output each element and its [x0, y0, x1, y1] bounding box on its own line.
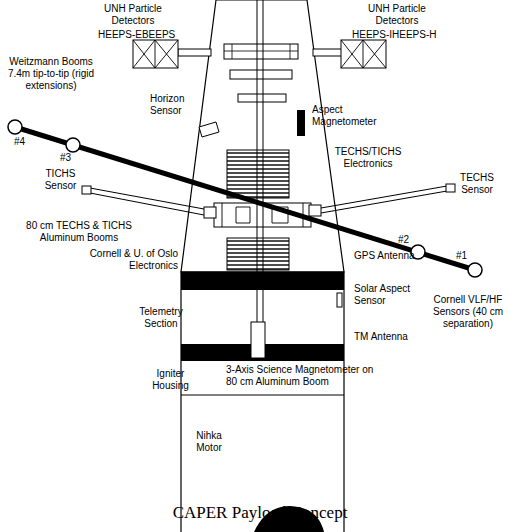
part-label: TECHS Sensor: [452, 172, 502, 196]
particle-detector: [341, 40, 386, 68]
aluminum-boom: [90, 188, 204, 215]
boom-root: [204, 207, 216, 218]
tichs-sensor: [82, 186, 91, 194]
part-label: Cornell VLF/HF Sensors (40 cm separation…: [420, 294, 516, 330]
horizon-sensor: [199, 122, 219, 137]
particle-detector: [133, 40, 178, 68]
part-label: TECHS/TICHS Electronics: [318, 146, 418, 170]
housing-detail: [224, 44, 298, 59]
detector-arm: [313, 49, 342, 56]
callout-number: #1: [456, 250, 467, 262]
part-label: UNH Particle Detectors: [98, 3, 168, 27]
aspect-magnetometer: [297, 110, 305, 136]
detector-housing: [224, 44, 298, 59]
deck-plate: [238, 94, 286, 102]
vlf-sensor: [66, 138, 80, 152]
part-label: HEEPS-EBEEPS: [98, 29, 175, 41]
part-label: Solar Aspect Sensor: [354, 283, 419, 307]
part-label: Nihka Motor: [190, 430, 228, 454]
part-label: Weitzmann Booms 7.4m tip-to-tip (rigid e…: [2, 56, 100, 92]
part-label: Telemetry Section: [130, 306, 192, 330]
electronics-stack: [227, 150, 289, 198]
part-label: UNH Particle Detectors: [362, 3, 432, 27]
part-label: TM Antenna: [354, 331, 408, 343]
part-label: Horizon Sensor: [150, 93, 195, 117]
solar-aspect-sensor: [337, 293, 342, 307]
aluminum-boom: [321, 186, 447, 213]
callout-number: #3: [60, 152, 71, 164]
central-rod: [257, 0, 263, 324]
detector-arm: [178, 49, 211, 56]
callout-number: #4: [14, 136, 25, 148]
part-label: 3-Axis Science Magnetometer on 80 cm Alu…: [226, 364, 376, 388]
part-label: GPS Antenna: [354, 250, 415, 262]
weitzmann-boom: [15, 127, 475, 270]
part-label: HEEPS-IHEEPS-H: [352, 29, 436, 41]
section-seam: [181, 395, 344, 396]
deck-plate: [230, 70, 292, 79]
part-label: 80 cm TECHS & TICHS Aluminum Booms: [22, 220, 136, 244]
vlf-sensor: [468, 263, 482, 277]
part-label: Cornell & U. of Oslo Electronics: [76, 248, 178, 272]
figure-caption: CAPER Payload Concept: [0, 503, 520, 523]
part-label: TICHS Sensor: [38, 168, 83, 192]
boom-root: [309, 205, 321, 216]
part-label: Aspect Magnetometer: [312, 104, 387, 128]
part-label: Igniter Housing: [148, 368, 193, 392]
detector-hatch: [133, 40, 178, 68]
callout-number: #2: [398, 234, 409, 246]
science-magnetometer: [251, 322, 265, 358]
electronics-stack: [227, 238, 289, 270]
vlf-sensor: [8, 120, 22, 134]
detector-hatch: [341, 40, 386, 68]
techs-sensor: [446, 184, 455, 192]
